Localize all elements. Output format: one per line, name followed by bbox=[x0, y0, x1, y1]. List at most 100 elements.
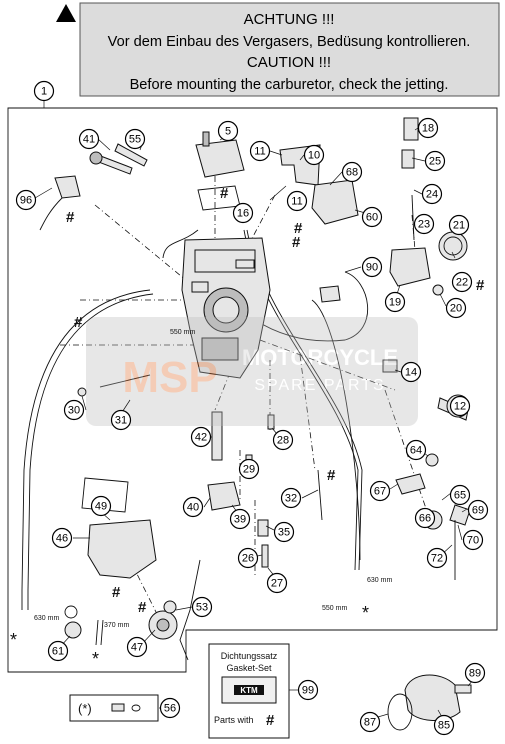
callout-89: 89 bbox=[464, 662, 486, 684]
callout-21: 21 bbox=[448, 214, 470, 236]
callout-11-top: 11 bbox=[249, 140, 271, 162]
callout-41: 41 bbox=[78, 128, 100, 150]
svg-text:46: 46 bbox=[56, 533, 68, 545]
callout-56: 56 bbox=[159, 697, 181, 719]
svg-text:21: 21 bbox=[453, 220, 465, 232]
gasket-title-en: Gasket-Set bbox=[226, 663, 272, 673]
callout-5: 5 bbox=[217, 120, 239, 142]
callout-39: 39 bbox=[229, 508, 251, 530]
svg-text:69: 69 bbox=[472, 505, 484, 517]
callout-61: 61 bbox=[47, 640, 69, 662]
hash-mark: # bbox=[74, 314, 83, 331]
callout-49: 49 bbox=[90, 495, 112, 517]
callout-69: 69 bbox=[467, 499, 489, 521]
watermark-brand: MSP bbox=[122, 353, 217, 402]
callouts: 1 41 55 5 11 10 11 68 60 16 96 18 25 24 … bbox=[15, 80, 489, 736]
svg-text:56: 56 bbox=[164, 703, 176, 715]
callout-22: 22 bbox=[451, 271, 473, 293]
svg-text:26: 26 bbox=[242, 553, 254, 565]
svg-text:12: 12 bbox=[454, 401, 466, 413]
callout-32: 32 bbox=[280, 487, 302, 509]
svg-text:90: 90 bbox=[366, 262, 378, 274]
svg-text:47: 47 bbox=[131, 642, 143, 654]
callout-85: 85 bbox=[433, 714, 455, 736]
callout-87: 87 bbox=[359, 711, 381, 733]
dim-550-top: 550 mm bbox=[170, 329, 195, 336]
svg-text:67: 67 bbox=[374, 486, 386, 498]
hash-mark: # bbox=[112, 584, 121, 601]
hash-mark: # bbox=[294, 220, 303, 237]
asterisk-mark: * bbox=[10, 630, 17, 650]
warning-header: ACHTUNG !!! Vor dem Einbau des Vergasers… bbox=[56, 2, 500, 97]
svg-text:1: 1 bbox=[41, 86, 47, 98]
svg-text:18: 18 bbox=[422, 123, 434, 135]
warning-triangle-icon bbox=[56, 4, 76, 22]
svg-text:99: 99 bbox=[302, 685, 314, 697]
callout-68: 68 bbox=[341, 161, 363, 183]
callout-55: 55 bbox=[124, 128, 146, 150]
svg-text:10: 10 bbox=[308, 150, 320, 162]
callout-35: 35 bbox=[273, 521, 295, 543]
svg-text:23: 23 bbox=[418, 219, 430, 231]
watermark-line-1: MOTORCYCLE bbox=[242, 345, 398, 370]
callout-10: 10 bbox=[303, 144, 325, 166]
callout-60: 60 bbox=[361, 206, 383, 228]
hash-mark: # bbox=[292, 234, 301, 251]
gasket-pouch bbox=[221, 676, 277, 704]
callout-53: 53 bbox=[191, 596, 213, 618]
callout-25: 25 bbox=[424, 150, 446, 172]
asterisk-mark: * bbox=[362, 603, 369, 623]
callout-24: 24 bbox=[421, 183, 443, 205]
callout-67: 67 bbox=[369, 480, 391, 502]
warning-box bbox=[79, 2, 500, 97]
svg-text:20: 20 bbox=[450, 303, 462, 315]
svg-text:41: 41 bbox=[83, 134, 95, 146]
callout-96: 96 bbox=[15, 189, 37, 211]
svg-text:27: 27 bbox=[271, 578, 283, 590]
svg-text:42: 42 bbox=[195, 432, 207, 444]
svg-text:65: 65 bbox=[454, 490, 466, 502]
svg-text:11: 11 bbox=[254, 146, 265, 158]
svg-text:60: 60 bbox=[366, 212, 378, 224]
callout-23: 23 bbox=[413, 213, 435, 235]
svg-text:16: 16 bbox=[237, 208, 249, 220]
svg-text:32: 32 bbox=[285, 493, 297, 505]
gasket-set-box: Dichtungssatz Gasket-Set KTM Parts with … bbox=[208, 643, 290, 739]
callout-11-bottom: 11 bbox=[286, 190, 308, 212]
callout-99: 99 bbox=[297, 679, 319, 701]
gasket-title-de: Dichtungssatz bbox=[221, 651, 278, 661]
hash-mark: # bbox=[220, 185, 229, 202]
watermark: MSP MOTORCYCLE SPARE PARTS bbox=[86, 317, 418, 426]
ktm-logo-text: KTM bbox=[240, 686, 258, 695]
warning-line-1: ACHTUNG !!! bbox=[244, 11, 335, 28]
legend-paren-mark: (*) bbox=[78, 701, 92, 716]
callout-66: 66 bbox=[414, 507, 436, 529]
gasket-hash: # bbox=[266, 712, 275, 729]
warning-line-4: Before mounting the carburetor, check th… bbox=[130, 77, 449, 93]
callout-46: 46 bbox=[51, 527, 73, 549]
dim-630-right: 630 mm bbox=[367, 577, 392, 584]
svg-text:70: 70 bbox=[467, 535, 479, 547]
callout-27: 27 bbox=[266, 572, 288, 594]
svg-text:11: 11 bbox=[291, 196, 302, 208]
svg-text:35: 35 bbox=[278, 527, 290, 539]
callout-14: 14 bbox=[400, 361, 422, 383]
callout-12: 12 bbox=[449, 395, 471, 417]
svg-text:55: 55 bbox=[129, 134, 141, 146]
svg-text:39: 39 bbox=[234, 514, 246, 526]
hash-mark: # bbox=[476, 277, 485, 294]
svg-text:85: 85 bbox=[438, 720, 450, 732]
callout-16: 16 bbox=[232, 202, 254, 224]
svg-text:30: 30 bbox=[68, 405, 80, 417]
svg-text:31: 31 bbox=[115, 415, 127, 427]
hash-mark: # bbox=[66, 209, 75, 226]
svg-text:53: 53 bbox=[196, 602, 208, 614]
callout-40: 40 bbox=[182, 496, 204, 518]
marks: # # # # # # # # # * * * bbox=[10, 185, 485, 669]
svg-text:68: 68 bbox=[346, 167, 358, 179]
svg-text:40: 40 bbox=[187, 502, 199, 514]
hash-mark: # bbox=[327, 467, 336, 484]
callout-1: 1 bbox=[33, 80, 55, 102]
svg-text:22: 22 bbox=[456, 277, 468, 289]
